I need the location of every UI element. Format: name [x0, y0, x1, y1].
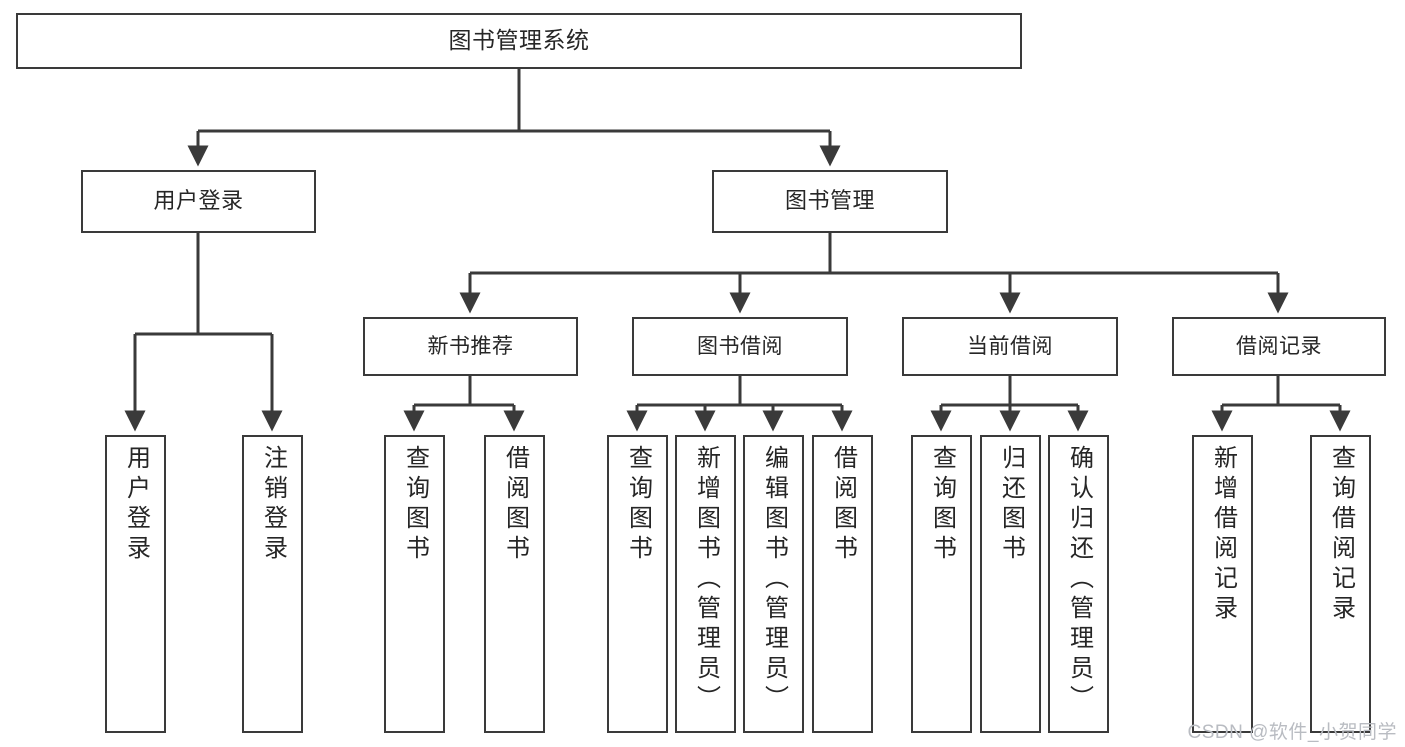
node-leaf-user-login-label: 用户登录 — [122, 445, 150, 565]
node-leaf-confirm-return[interactable]: 确认归还（管理员） — [1048, 435, 1109, 733]
node-book-borrow-label: 图书借阅 — [697, 334, 783, 358]
node-book-manage[interactable]: 图书管理 — [712, 170, 948, 233]
node-leaf-confirm-return-label: 确认归还（管理员） — [1065, 445, 1093, 715]
node-leaf-add-record-label: 新增借阅记录 — [1209, 445, 1237, 625]
node-borrow-record-label: 借阅记录 — [1236, 334, 1322, 358]
node-leaf-logout[interactable]: 注销登录 — [242, 435, 303, 733]
node-leaf-query-book-3[interactable]: 查询图书 — [911, 435, 972, 733]
node-leaf-add-book[interactable]: 新增图书（管理员） — [675, 435, 736, 733]
node-leaf-query-book-2-label: 查询图书 — [624, 445, 652, 565]
node-leaf-logout-label: 注销登录 — [259, 445, 287, 565]
node-leaf-user-login[interactable]: 用户登录 — [105, 435, 166, 733]
node-borrow-record[interactable]: 借阅记录 — [1172, 317, 1386, 376]
node-leaf-return-book-label: 归还图书 — [997, 445, 1025, 565]
node-new-book-recommend-label: 新书推荐 — [427, 334, 514, 358]
node-leaf-borrow-book-2[interactable]: 借阅图书 — [812, 435, 873, 733]
node-leaf-borrow-book-2-label: 借阅图书 — [829, 445, 857, 565]
node-leaf-return-book[interactable]: 归还图书 — [980, 435, 1041, 733]
node-root[interactable]: 图书管理系统 — [16, 13, 1022, 69]
node-leaf-borrow-book-1-label: 借阅图书 — [501, 445, 529, 565]
node-user-login[interactable]: 用户登录 — [81, 170, 316, 233]
node-user-login-label: 用户登录 — [153, 188, 244, 214]
node-leaf-add-record[interactable]: 新增借阅记录 — [1192, 435, 1253, 733]
node-leaf-query-book-2[interactable]: 查询图书 — [607, 435, 668, 733]
node-leaf-add-book-label: 新增图书（管理员） — [692, 445, 720, 715]
node-current-borrow-label: 当前借阅 — [967, 334, 1053, 358]
node-leaf-edit-book-label: 编辑图书（管理员） — [760, 445, 788, 715]
node-leaf-query-book-3-label: 查询图书 — [928, 445, 956, 565]
node-leaf-query-record[interactable]: 查询借阅记录 — [1310, 435, 1371, 733]
node-leaf-borrow-book-1[interactable]: 借阅图书 — [484, 435, 545, 733]
node-leaf-query-record-label: 查询借阅记录 — [1327, 445, 1355, 625]
node-book-borrow[interactable]: 图书借阅 — [632, 317, 848, 376]
node-root-label: 图书管理系统 — [448, 27, 590, 54]
node-new-book-recommend[interactable]: 新书推荐 — [363, 317, 578, 376]
node-leaf-edit-book[interactable]: 编辑图书（管理员） — [743, 435, 804, 733]
node-leaf-query-book-1-label: 查询图书 — [401, 445, 429, 565]
node-leaf-query-book-1[interactable]: 查询图书 — [384, 435, 445, 733]
node-book-manage-label: 图书管理 — [784, 188, 875, 214]
node-current-borrow[interactable]: 当前借阅 — [902, 317, 1118, 376]
